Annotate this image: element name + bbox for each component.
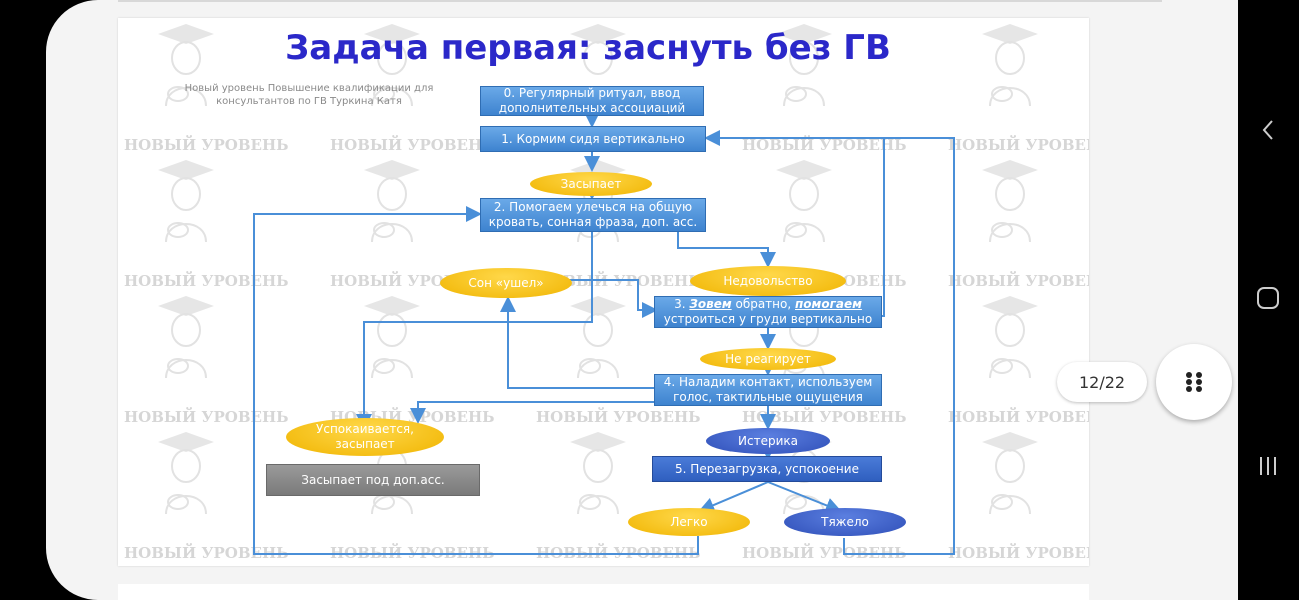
watermark-text: НОВЫЙ УРОВЕНЬ <box>742 136 907 154</box>
watermark-graduate-icon <box>982 432 1038 515</box>
watermark-graduate-icon <box>982 24 1038 107</box>
oval-sleep-gone: Сон «ушел» <box>440 268 572 298</box>
next-slide-edge <box>118 584 1089 600</box>
step-3-box: 3. Зовем обратно, помогаем устроиться у … <box>654 296 882 328</box>
oval-no-reaction: Не реагирует <box>700 348 836 370</box>
watermark-text: НОВЫЙ УРОВЕНЬ <box>742 408 907 426</box>
watermark-graduate-icon <box>158 432 214 515</box>
step-0-box: 0. Регулярный ритуал, ввод дополнительны… <box>480 86 704 116</box>
watermark-graduate-icon <box>570 296 626 379</box>
recents-icon <box>1260 457 1276 475</box>
oval-calms-down: Успокаивается, засыпает <box>286 418 444 456</box>
page-counter: 12/22 <box>1057 362 1147 402</box>
watermark-text: НОВЫЙ УРОВЕНЬ <box>124 272 289 290</box>
step-3-emphasis-help: помогаем <box>795 297 862 311</box>
step-3-mid: обратно, <box>731 297 795 311</box>
document-viewer[interactable]: НОВЫЙ УРОВЕНЬ НОВЫЙ УРОВЕНЬ НОВЫЙ УРОВЕНЬ Н… <box>46 0 1238 600</box>
page-counter-text: 12/22 <box>1079 372 1126 392</box>
watermark-text: НОВЫЙ УРОВЕНЬ <box>948 136 1089 154</box>
home-square-icon <box>1257 287 1279 309</box>
watermark-graduate-icon <box>364 24 420 107</box>
watermark-graduate-icon <box>364 160 420 243</box>
watermark-text: НОВЫЙ УРОВЕНЬ <box>124 544 289 562</box>
step-3-prefix: 3. <box>674 297 690 311</box>
previous-page-edge <box>118 0 1162 2</box>
watermark-graduate-icon <box>982 296 1038 379</box>
slide-subtitle: Новый уровень Повышение квалификации для… <box>184 83 434 107</box>
step-3-line2: устроиться у груди вертикально <box>663 312 873 326</box>
home-button[interactable] <box>1250 280 1286 316</box>
watermark-graduate-icon <box>776 24 832 107</box>
back-button[interactable] <box>1250 112 1286 148</box>
oval-hard: Тяжело <box>784 508 906 536</box>
watermark-graduate-icon <box>158 296 214 379</box>
watermark-text: НОВЫЙ УРОВЕНЬ <box>124 136 289 154</box>
page-grid-button[interactable] <box>1156 344 1232 420</box>
oval-easy: Легко <box>628 508 750 536</box>
watermark-text: НОВЫЙ УРОВЕНЬ <box>536 408 701 426</box>
step-5-box: 5. Перезагрузка, успокоение <box>652 456 882 482</box>
watermark-graduate-icon <box>364 296 420 379</box>
watermark-text: НОВЫЙ УРОВЕНЬ <box>948 408 1089 426</box>
grid-dots-icon <box>1186 372 1202 392</box>
grey-box-falls-asleep-assoc: Засыпает под доп.асс. <box>266 464 480 496</box>
step-3-line1: 3. Зовем обратно, помогаем <box>674 297 862 312</box>
watermark-text: НОВЫЙ УРОВЕНЬ <box>124 408 289 426</box>
chevron-left-icon <box>1262 120 1273 140</box>
watermark-text: НОВЫЙ УРОВЕНЬ <box>742 544 907 562</box>
recents-button[interactable] <box>1250 448 1286 484</box>
watermark-graduate-icon <box>570 432 626 515</box>
watermark-text: НОВЫЙ УРОВЕНЬ <box>330 136 495 154</box>
watermark-graduate-icon <box>776 160 832 243</box>
watermark-graduate-icon <box>982 160 1038 243</box>
oval-displeasure: Недовольство <box>690 266 846 296</box>
step-4-box: 4. Наладим контакт, используем голос, та… <box>654 374 882 406</box>
oval-falls-asleep: Засыпает <box>530 172 652 196</box>
step-1-box: 1. Кормим сидя вертикально <box>480 126 706 152</box>
step-2-box: 2. Помогаем улечься на общую кровать, со… <box>480 198 706 232</box>
step-3-emphasis-call: Зовем <box>689 297 732 311</box>
watermark-graduate-icon <box>158 24 214 107</box>
watermark-graduate-icon <box>158 160 214 243</box>
watermark-text: НОВЫЙ УРОВЕНЬ <box>948 544 1089 562</box>
slide-page: НОВЫЙ УРОВЕНЬ НОВЫЙ УРОВЕНЬ НОВЫЙ УРОВЕНЬ Н… <box>118 18 1089 566</box>
watermark-text: НОВЫЙ УРОВЕНЬ <box>948 272 1089 290</box>
oval-hysteria: Истерика <box>706 428 830 454</box>
slide-title: Задача первая: заснуть без ГВ <box>285 28 891 68</box>
